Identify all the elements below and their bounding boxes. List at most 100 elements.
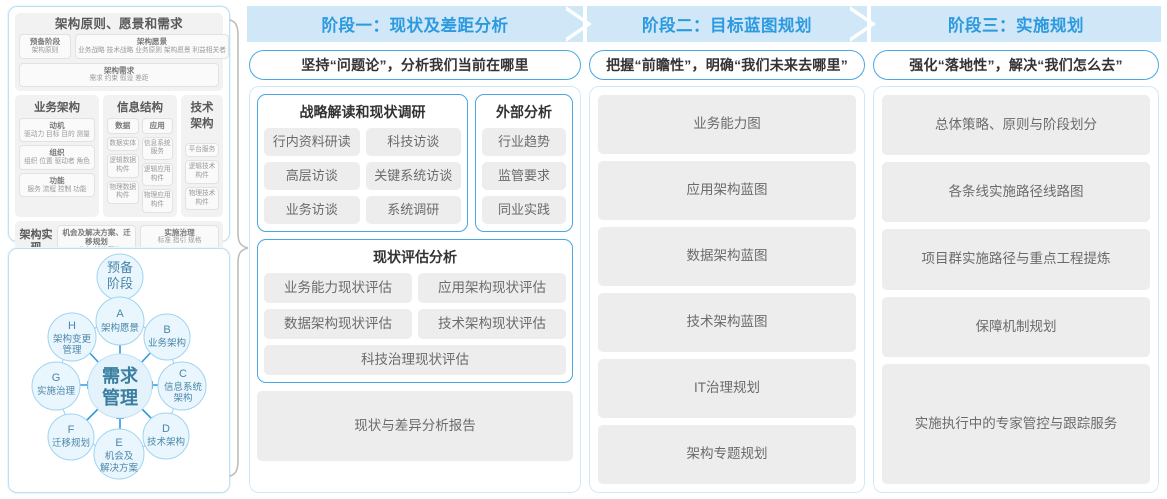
adm-node-e-label2: 解决方案 — [100, 462, 139, 474]
adm-center-line2: 管理 — [102, 387, 138, 408]
phase-3-header: 阶段三：实施规划 — [871, 6, 1161, 42]
chip-item[interactable]: 关键系统访谈 — [365, 162, 461, 190]
box-information-system-service: 信息系统服务 — [141, 136, 173, 161]
cell-sub: 需求 约束 假设 差距 — [89, 75, 149, 83]
chip-item[interactable]: 数据架构现状评估 — [264, 309, 412, 339]
chip-item[interactable]: 应用架构蓝图 — [598, 161, 856, 220]
adm-node-e-key: E — [115, 437, 122, 449]
cell-head: 预备阶段 — [29, 37, 61, 47]
architecture-principles-band: 架构原则、愿景和需求 预备阶段 架构原则 架构愿景 业务战略 技术战略 业务原则… — [15, 13, 229, 91]
adm-node-c — [157, 361, 207, 411]
chip-item[interactable]: 业务能力现状评估 — [264, 273, 412, 303]
box-sub: 平台服务 — [188, 145, 216, 153]
box-head: 应用 — [149, 120, 165, 130]
adm-node-f-label: 迁移规划 — [52, 437, 90, 449]
cell-head: 实施治理 — [164, 227, 195, 237]
adm-node-g — [31, 361, 81, 411]
group-title: 外部分析 — [496, 104, 552, 120]
cell-head: 架构愿景 — [136, 37, 168, 47]
adm-center-circle — [87, 353, 153, 419]
group-external-analysis: 外部分析 行业趋势 监管要求 同业实践 — [475, 94, 573, 232]
chip-item[interactable]: 实施执行中的专家管控与跟踪服务 — [882, 363, 1150, 485]
adm-preliminary-line1: 预备 — [107, 260, 133, 275]
chip-item[interactable]: 总体策略、原则与阶段划分 — [882, 95, 1150, 156]
chip-item[interactable]: 架构专题规划 — [598, 425, 856, 484]
phase-1-subtitle: 坚持“问题论”，分析我们当前在哪里 — [249, 50, 581, 80]
box-application: 应用 — [141, 117, 173, 134]
phase-1-header-text: 阶段一：现状及差距分析 — [321, 17, 509, 35]
box-sub: 服务 流程 控制 功能 — [27, 185, 87, 193]
column-information-structure: 信息结构 数据 数据实体 逻辑数据构件 物理数据构件 应用 信息系统服务 逻辑应… — [103, 94, 177, 217]
adm-node-a-key: A — [116, 308, 124, 320]
box-physical-data-component: 物理数据构件 — [107, 180, 139, 205]
column-title: 技术架构 — [190, 101, 214, 130]
phase-3-subtitle: 强化“落地性”，解决“我们怎么去” — [873, 50, 1159, 80]
box-head: 组织 — [49, 148, 65, 158]
chip-item[interactable]: IT治理规划 — [598, 359, 856, 418]
column-business-architecture: 业务架构 动机 驱动力 目标 目的 测量 组织 组织 位置 驱动者 角色 功能 — [15, 94, 99, 217]
box-motivation: 动机 驱动力 目标 目的 测量 — [19, 117, 95, 143]
cell-architecture-vision: 架构愿景 业务战略 技术战略 业务原则 架构愿景 利益相关者 — [75, 34, 229, 59]
box-physical-technology-component: 物理技术构件 — [185, 186, 219, 211]
framework-domain-columns: 业务架构 动机 驱动力 目标 目的 测量 组织 组织 位置 驱动者 角色 功能 — [15, 94, 223, 217]
chip-item[interactable]: 系统调研 — [365, 196, 461, 224]
box-head: 数据 — [115, 120, 131, 130]
box-logical-data-component: 逻辑数据构件 — [107, 154, 139, 178]
adm-node-h — [47, 312, 97, 362]
chip-item[interactable]: 监管要求 — [482, 162, 566, 190]
adm-node-h-label2: 管理 — [62, 344, 82, 356]
chip-item[interactable]: 保障机制规划 — [882, 296, 1150, 357]
chip-item[interactable]: 业务访谈 — [264, 196, 360, 224]
chip-item[interactable]: 高层访谈 — [264, 162, 360, 190]
box-head: 功能 — [49, 175, 65, 185]
chip-item[interactable]: 数据架构蓝图 — [598, 227, 856, 286]
box-physical-application-component: 物理应用构件 — [141, 189, 173, 213]
adm-node-b — [143, 313, 191, 361]
box-sub: 数据实体 — [109, 139, 137, 147]
box-organization: 组织 组织 位置 驱动者 角色 — [19, 145, 95, 170]
adm-node-d — [142, 412, 190, 460]
adm-node-f-key: F — [68, 424, 75, 436]
adm-node-g-key: G — [52, 372, 61, 384]
box-sub: 物理应用构件 — [143, 192, 171, 209]
phase-2-subtitle: 把握“前瞻性”，明确“我们未来去哪里” — [589, 50, 865, 80]
brace-connector — [229, 19, 249, 477]
adm-node-d-key: D — [162, 423, 170, 435]
phase-3-body: 总体策略、原则与阶段划分 各条线实施路径线路图 项目群实施路径与重点工程提炼 保… — [873, 86, 1159, 493]
chip-item[interactable]: 各条线实施路径线路图 — [882, 162, 1150, 223]
adm-node-c-key: C — [179, 368, 187, 380]
subcolumn-data: 数据 数据实体 逻辑数据构件 物理数据构件 — [107, 117, 139, 213]
phase-1-output-report[interactable]: 现状与差异分析报告 — [257, 391, 573, 461]
chip-item[interactable]: 技术架构蓝图 — [598, 293, 856, 352]
box-data-entity: 数据实体 — [107, 136, 139, 152]
adm-preliminary-line2: 阶段 — [107, 276, 133, 291]
adm-cycle-svg: 预备 阶段 A 架构愿景 B 业务架构 C 信息系统 架构 D 技术架构 E 机… — [31, 253, 207, 480]
chip-item[interactable]: 技术架构现状评估 — [418, 309, 566, 339]
chip-item[interactable]: 应用架构现状评估 — [418, 273, 566, 303]
box-logical-technology-component: 逻辑技术构件 — [185, 160, 219, 184]
chip-item[interactable]: 科技治理现状评估 — [264, 345, 566, 375]
adm-node-h-label: 架构变更 — [53, 333, 92, 345]
cell-head: 架构需求 — [103, 65, 135, 75]
adm-center-line1: 需求 — [102, 365, 139, 386]
phase-2-subtitle-text: 把握“前瞻性”，明确“我们未来去哪里” — [606, 57, 848, 73]
adm-node-e — [93, 428, 145, 480]
chip-item[interactable]: 同业实践 — [482, 196, 566, 224]
chip-item[interactable]: 行内资料研读 — [264, 128, 360, 156]
chip-item[interactable]: 业务能力图 — [598, 95, 856, 154]
adm-node-a — [95, 296, 145, 346]
column-title: 信息结构 — [117, 101, 163, 114]
phase-1-body: 战略解读和现状调研 行内资料研读 科技访谈 高层访谈 关键系统访谈 业务访谈 系… — [249, 86, 581, 493]
group-strategy-research: 战略解读和现状调研 行内资料研读 科技访谈 高层访谈 关键系统访谈 业务访谈 系… — [257, 94, 468, 232]
adm-node-c-label2: 架构 — [173, 392, 192, 404]
realization-label: 架构实现 — [19, 229, 53, 254]
phase-3-subtitle-text: 强化“落地性”，解决“我们怎么去” — [909, 57, 1123, 73]
chip-item[interactable]: 项目群实施路径与重点工程提炼 — [882, 229, 1150, 290]
adm-node-c-label: 信息系统 — [164, 381, 203, 393]
phase-3-header-text: 阶段三：实施规划 — [948, 17, 1084, 35]
cell-architecture-requirements: 架构需求 需求 约束 假设 差距 — [19, 62, 219, 87]
chip-item[interactable]: 行业趋势 — [482, 128, 566, 156]
chip-item[interactable]: 科技访谈 — [365, 128, 461, 156]
cell-head: 机会及解决方案、迁移规划 — [62, 227, 131, 247]
